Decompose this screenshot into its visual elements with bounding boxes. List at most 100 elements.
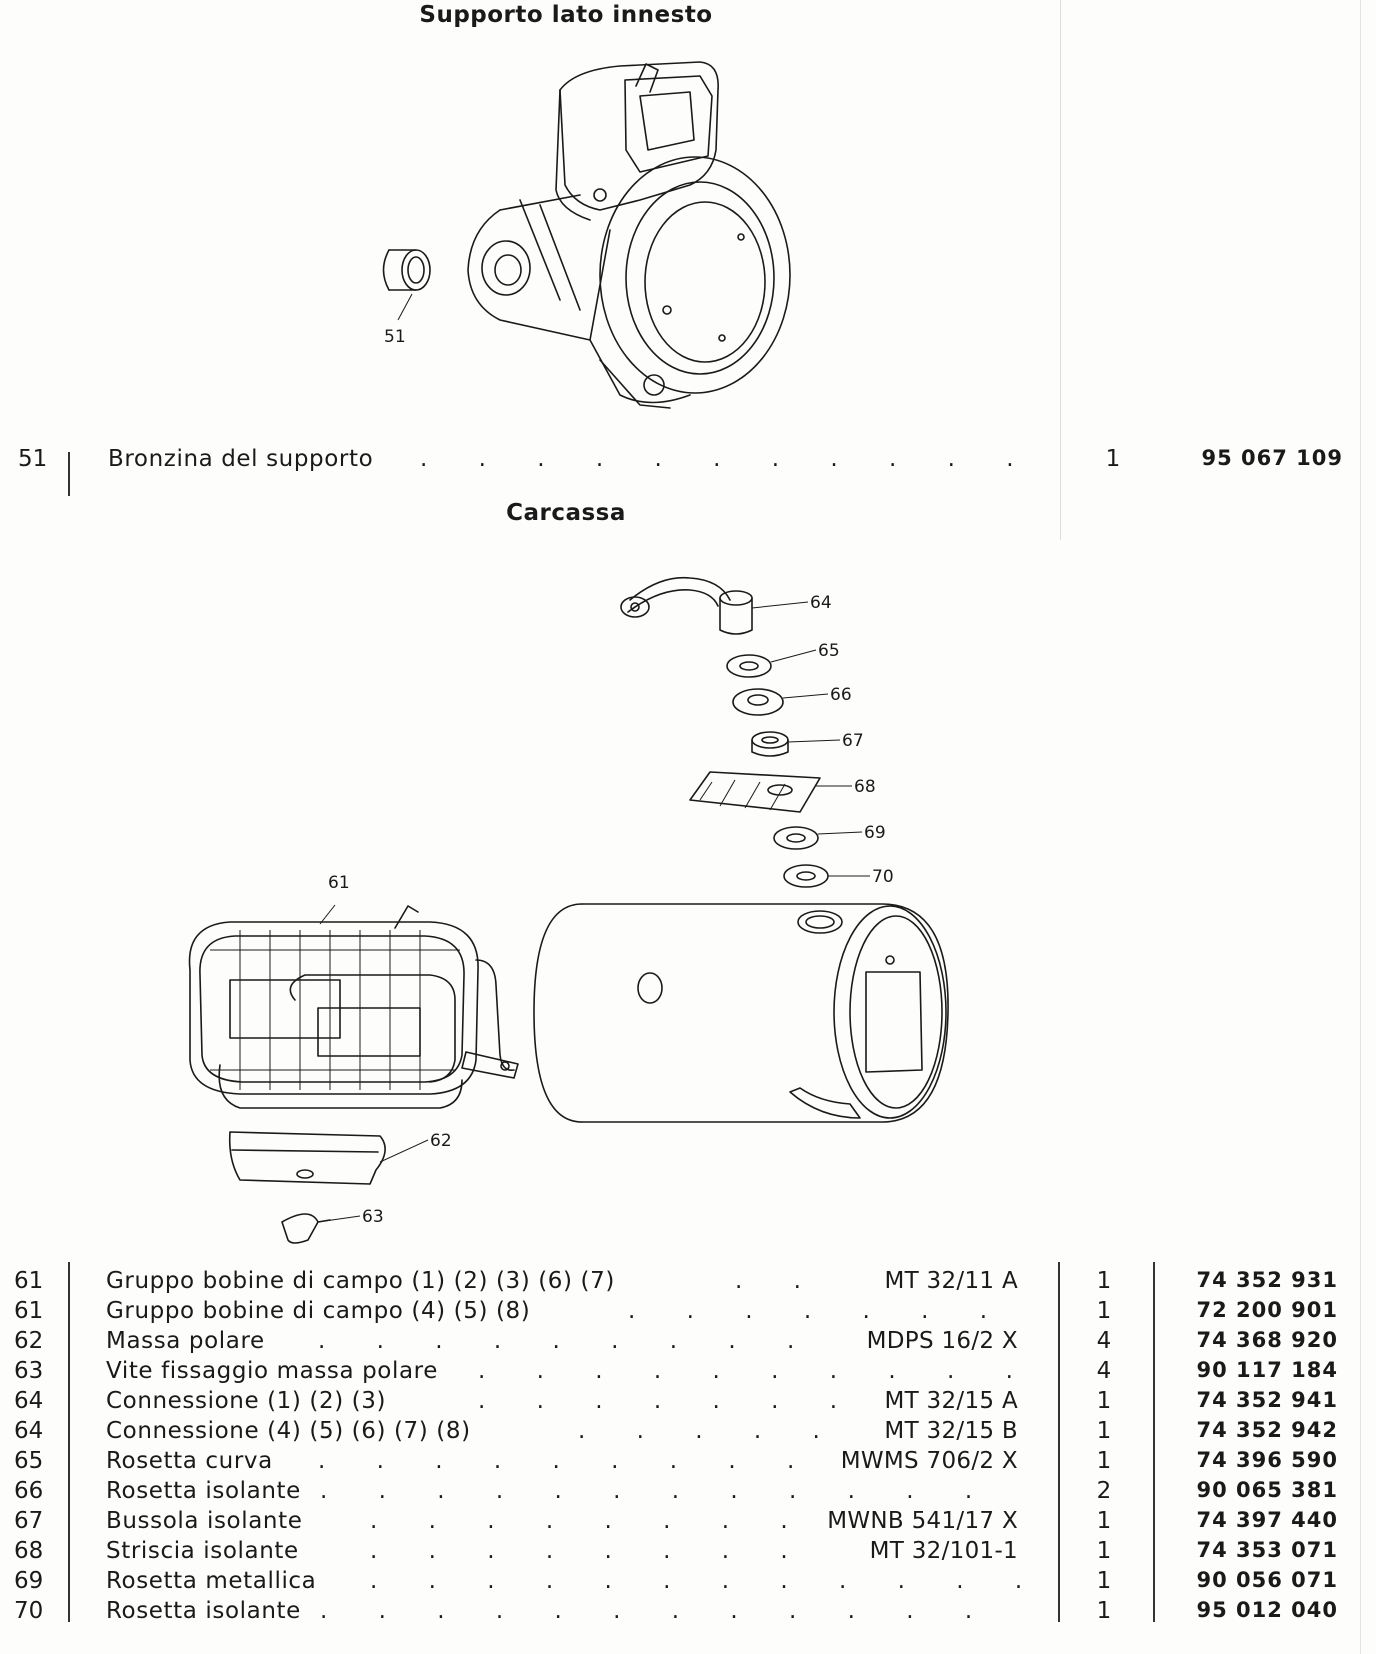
row-part-code: 90 065 381 <box>1196 1478 1338 1502</box>
row-description: Bronzina del supporto <box>108 446 374 472</box>
row-quantity: 1 <box>1096 1508 1112 1534</box>
row-position: 51 <box>18 446 48 472</box>
row-quantity: 1 <box>1096 1568 1112 1594</box>
callout-63: 63 <box>362 1207 384 1227</box>
row-part-code: 74 352 941 <box>1196 1388 1338 1412</box>
row-part-code: 74 397 440 <box>1196 1508 1338 1532</box>
row-quantity: 1 <box>1096 1388 1112 1414</box>
row-description: Gruppo bobine di campo (1) (2) (3) (6) (… <box>106 1268 615 1294</box>
row-quantity: 1 <box>1096 1448 1112 1474</box>
row-reference: MDPS 16/2 X <box>866 1328 1018 1354</box>
table-row: 61 Gruppo bobine di campo (1) (2) (3) (6… <box>0 1268 1376 1298</box>
callout-69: 69 <box>864 823 886 843</box>
row-position: 64 <box>14 1418 44 1444</box>
leader-dots: . . <box>735 1268 823 1294</box>
row-description: Rosetta curva <box>106 1448 273 1474</box>
yoke-exploded-drawing: 64 65 66 67 68 69 70 <box>188 576 949 1244</box>
table-row: 66 Rosetta isolante . . . . . . . . . . … <box>0 1478 1376 1508</box>
row-part-code: 72 200 901 <box>1196 1298 1338 1322</box>
row-position: 65 <box>14 1448 44 1474</box>
row-position: 70 <box>14 1598 44 1624</box>
row-position: 61 <box>14 1268 44 1294</box>
row-description: Connessione (4) (5) (6) (7) (8) <box>106 1418 471 1444</box>
table-row: 62 Massa polare . . . . . . . . . . . . … <box>0 1328 1376 1358</box>
leader-dots: . . . . . . . . . . . . . . . . . . . . … <box>320 1478 1025 1504</box>
callout-66: 66 <box>830 685 852 705</box>
leader-dots: . . . . . . . . . <box>578 1418 838 1444</box>
row-reference: MWNB 541/17 X <box>827 1508 1018 1534</box>
column-divider <box>68 452 70 496</box>
row-description: Rosetta isolante <box>106 1598 301 1624</box>
table-row: 68 Striscia isolante . . . . . . . . . .… <box>0 1538 1376 1568</box>
row-part-code: 74 368 920 <box>1196 1328 1338 1352</box>
table-row: 64 Connessione (1) (2) (3) . . . . . . .… <box>0 1388 1376 1418</box>
row-position: 69 <box>14 1568 44 1594</box>
leader-dots: . . . . . . . . . . . . . . . . . . . . <box>478 1358 1023 1384</box>
table-row: 70 Rosetta isolante . . . . . . . . . . … <box>0 1598 1376 1628</box>
row-quantity: 1 <box>1105 446 1121 472</box>
callout-62: 62 <box>430 1131 452 1151</box>
table-row: 64 Connessione (4) (5) (6) (7) (8) . . .… <box>0 1418 1376 1448</box>
section-title-supporto: Supporto lato innesto <box>419 2 713 28</box>
table-row: 61 Gruppo bobine di campo (4) (5) (8) . … <box>0 1298 1376 1328</box>
row-position: 66 <box>14 1478 44 1504</box>
row-description: Bussola isolante <box>106 1508 303 1534</box>
row-description: Gruppo bobine di campo (4) (5) (8) <box>106 1298 531 1324</box>
row-quantity: 1 <box>1096 1598 1112 1624</box>
row-quantity: 2 <box>1096 1478 1112 1504</box>
row-quantity: 4 <box>1096 1328 1112 1354</box>
row-quantity: 1 <box>1096 1418 1112 1444</box>
row-position: 67 <box>14 1508 44 1534</box>
leader-dots: . . . . . . . . . . . . . . . <box>370 1508 790 1534</box>
row-position: 61 <box>14 1298 44 1324</box>
leader-dots: . . . . . . . . . . . . . . . . . . . <box>318 1328 838 1354</box>
row-position: 64 <box>14 1388 44 1414</box>
column-divider <box>1058 1262 1060 1622</box>
row-quantity: 4 <box>1096 1358 1112 1384</box>
callout-70: 70 <box>872 867 894 887</box>
column-divider <box>1153 1262 1155 1622</box>
row-description: Striscia isolante <box>106 1538 299 1564</box>
row-description: Connessione (1) (2) (3) <box>106 1388 387 1414</box>
margin-line <box>1060 0 1061 540</box>
row-part-code: 74 396 590 <box>1196 1448 1338 1472</box>
row-description: Vite fissaggio massa polare <box>106 1358 438 1384</box>
row-reference: MT 32/15 B <box>884 1418 1018 1444</box>
table-row: 65 Rosetta curva . . . . . . . . . . . .… <box>0 1448 1376 1478</box>
row-reference: MWMS 706/2 X <box>840 1448 1018 1474</box>
margin-line <box>1360 0 1361 1654</box>
drive-end-bracket-drawing: 51 <box>382 61 791 409</box>
table-row: 63 Vite fissaggio massa polare . . . . .… <box>0 1358 1376 1388</box>
table-row: 51 Bronzina del supporto . . . . . . . .… <box>0 446 1376 476</box>
leader-dots: . . . . . . . . . . . . . . . . . <box>318 1448 798 1474</box>
callout-65: 65 <box>818 641 840 661</box>
row-part-code: 74 353 071 <box>1196 1538 1338 1562</box>
column-divider <box>68 1262 70 1622</box>
row-part-code: 95 012 040 <box>1196 1598 1338 1622</box>
row-quantity: 1 <box>1096 1538 1112 1564</box>
row-quantity: 1 <box>1096 1268 1112 1294</box>
row-quantity: 1 <box>1096 1298 1112 1324</box>
table-row: 67 Bussola isolante . . . . . . . . . . … <box>0 1508 1376 1538</box>
row-description: Rosetta metallica <box>106 1568 317 1594</box>
leader-dots: . . . . . . . . . <box>628 1298 1023 1324</box>
callout-68: 68 <box>854 777 876 797</box>
leader-dots: . . . . . . . . . . . . . <box>478 1388 838 1414</box>
table-row: 69 Rosetta metallica . . . . . . . . . .… <box>0 1568 1376 1598</box>
row-description: Massa polare <box>106 1328 265 1354</box>
leader-dots: . . . . . . . . . . . . . . . . . <box>420 446 1020 472</box>
row-reference: MT 32/11 A <box>884 1268 1018 1294</box>
row-part-code: 90 056 071 <box>1196 1568 1338 1592</box>
row-part-code: 95 067 109 <box>1201 446 1343 470</box>
callout-51: 51 <box>384 327 406 347</box>
leader-dots: . . . . . . . . . . . . . . . . . . . . … <box>320 1598 1025 1624</box>
callout-61: 61 <box>328 873 350 893</box>
row-position: 62 <box>14 1328 44 1354</box>
row-position: 68 <box>14 1538 44 1564</box>
row-reference: MT 32/15 A <box>884 1388 1018 1414</box>
row-part-code: 74 352 942 <box>1196 1418 1338 1442</box>
row-description: Rosetta isolante <box>106 1478 301 1504</box>
callout-67: 67 <box>842 731 864 751</box>
row-part-code: 74 352 931 <box>1196 1268 1338 1292</box>
